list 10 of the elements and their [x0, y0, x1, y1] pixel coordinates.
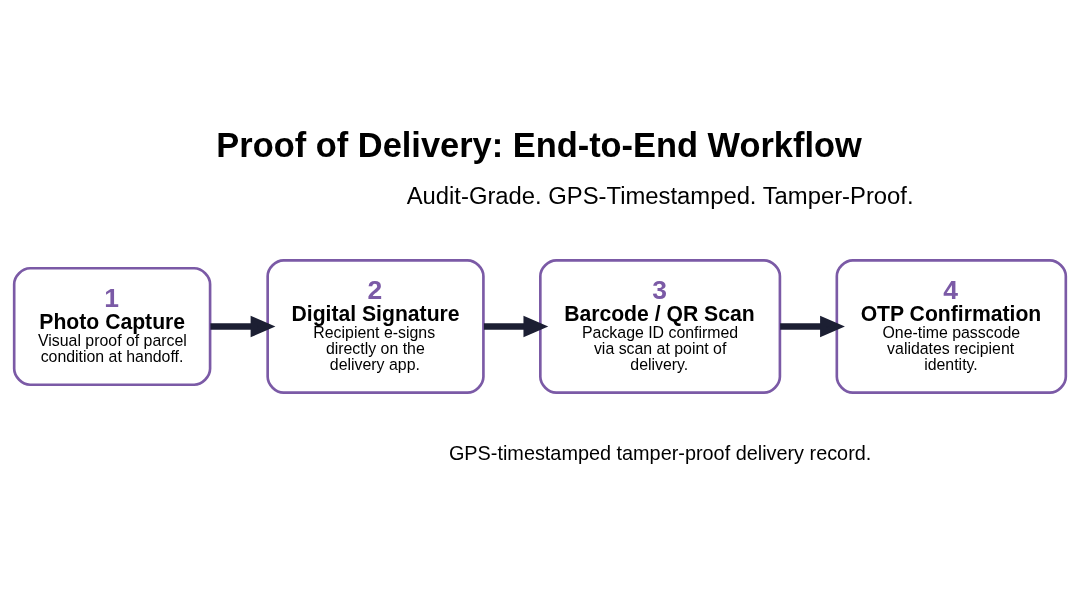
arrow [210, 315, 276, 337]
arrow [483, 315, 549, 337]
node-box: 2 Digital Signature Recipient e-signs directly on the delivery app. [266, 258, 485, 394]
node-box: 4 OTP Confirmation One-time passcode validates recipient identity. [835, 258, 1068, 394]
diagram-title: Proof of Delivery: End-to-End Workflow [216, 125, 862, 164]
label: Audit-Grade. GPS-Timestamped. Tamper-Proof. [406, 181, 914, 209]
label: GPS-timestamped tamper-proof delivery record. [448, 441, 872, 464]
node-box: 3 Barcode / QR Scan Package ID confirmed via scan at point of delivery. [539, 258, 782, 394]
arrow [780, 315, 845, 337]
node-box: 1 Photo Capture Visual proof of parcel condition at handoff. [12, 266, 212, 386]
